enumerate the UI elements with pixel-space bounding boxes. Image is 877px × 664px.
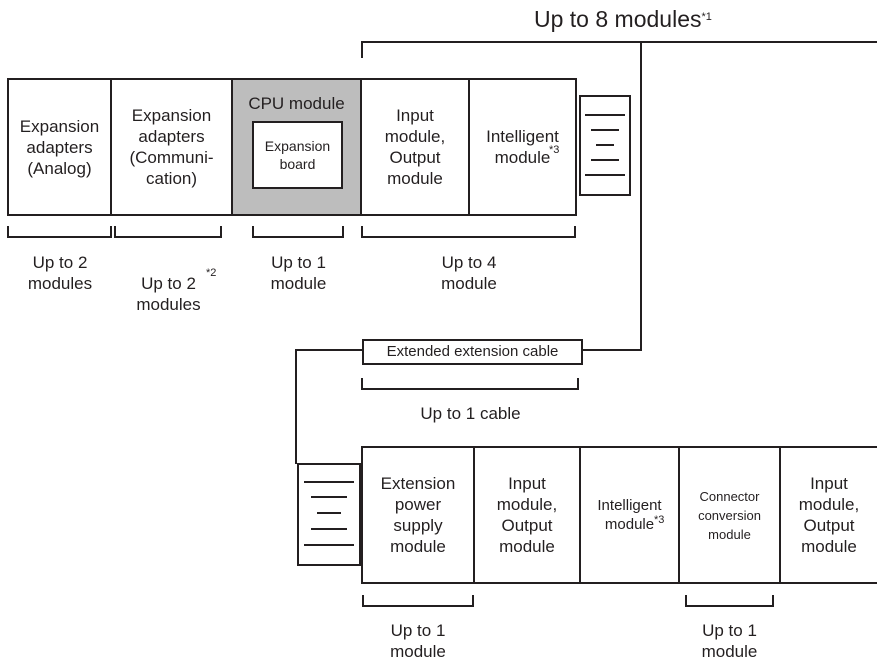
end-cover-icon — [579, 95, 631, 196]
caption-analog: Up to 2 modules — [27, 253, 93, 293]
caption-board: Up to 1 module — [270, 253, 327, 293]
expansion-board: Expansion board — [252, 121, 343, 189]
input-output-module-label: Input module, Output module — [798, 474, 860, 556]
caption-connector: Up to 1 module — [701, 621, 758, 661]
extension-power-supply-module: Extension power supply module — [361, 446, 475, 584]
bracket-io — [361, 226, 576, 238]
input-output-module-label: Input module, Output module — [384, 106, 446, 188]
connector-conversion-module: Connector conversion module — [678, 446, 781, 584]
bracket-power — [362, 595, 474, 607]
input-output-module: Input module, Output module — [779, 446, 877, 584]
bracket-board — [252, 226, 344, 238]
cable-left-route — [295, 349, 362, 464]
input-output-module: Input module, Output module — [360, 78, 470, 216]
extended-extension-cable: Extended extension cable — [362, 339, 583, 365]
caption-communication: Up to 2 modules — [115, 252, 222, 315]
caption-power: Up to 1 module — [390, 621, 446, 661]
footnote-marker: *2 — [206, 267, 217, 279]
expansion-adapters-analog: Expansion adapters (Analog) — [7, 78, 112, 216]
top-label-text: Up to 8 modules — [534, 6, 702, 32]
extended-extension-cable-label: Extended extension cable — [386, 343, 559, 360]
caption-io: Up to 4 module — [441, 253, 497, 293]
cpu-module: CPU module Expansion board — [231, 78, 362, 216]
bracket-comm — [114, 226, 222, 238]
footnote-marker: *1 — [701, 11, 712, 23]
input-output-module-label: Input module, Output module — [496, 474, 558, 556]
extension-power-supply-module-label: Extension power supply module — [380, 474, 456, 556]
intelligent-module: Intelligent module — [579, 446, 680, 584]
bracket-cable — [361, 378, 579, 390]
input-output-module: Input module, Output module — [473, 446, 581, 584]
expansion-board-label: Expansion board — [264, 138, 331, 172]
top-label: Up to 8 modules*1 — [534, 6, 712, 32]
expansion-adapters-communication-label: Expansion adapters (Communi- cation) — [129, 106, 214, 188]
caption-cable: Up to 1 cable — [420, 404, 521, 423]
top-bracket — [361, 41, 877, 58]
cable-right-route — [583, 42, 642, 351]
end-cover-icon — [297, 463, 361, 566]
intelligent-module-label: Intelligent module — [597, 497, 662, 533]
connector-conversion-module-label: Connector conversion module — [698, 488, 761, 542]
footnote-marker: *3 — [549, 144, 560, 156]
caption-communication-text: Up to 2 modules — [136, 274, 201, 314]
expansion-adapters-analog-label: Expansion adapters (Analog) — [19, 116, 100, 178]
intelligent-module: Intelligent module — [468, 78, 577, 216]
intelligent-module-label: Intelligent module — [486, 127, 559, 167]
bracket-connector — [685, 595, 774, 607]
bracket-analog — [7, 226, 112, 238]
footnote-marker: *3 — [654, 514, 665, 526]
cpu-module-label: CPU module — [248, 94, 345, 113]
expansion-adapters-communication: Expansion adapters (Communi- cation) — [110, 78, 233, 216]
